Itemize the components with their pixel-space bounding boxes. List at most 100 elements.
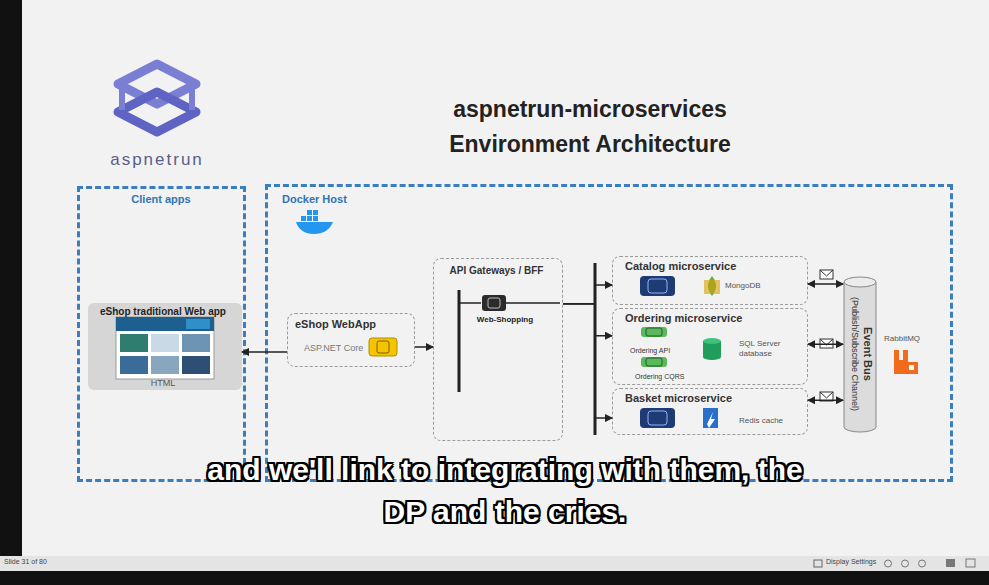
message-envelopes: [820, 270, 833, 401]
box-heading: API Gateways / BFF: [434, 265, 559, 277]
text-slot: eShop WebApp: [295, 318, 376, 331]
label-slot: Display Settings: [826, 558, 876, 566]
view-icon: [966, 559, 975, 567]
tech-label: SQL Server database: [739, 339, 801, 358]
event-bus-cylinder: Event Bus(Publish/Subscribe Channel): [843, 276, 877, 433]
text-slot: API Gateways / BFF: [434, 265, 559, 277]
box-heading: eShop WebApp: [295, 318, 376, 331]
text-slot: Ordering microservice: [625, 312, 742, 325]
screen-tile: [151, 334, 179, 352]
title-slot: aspnetrun-microservices Environment Arch…: [420, 92, 760, 162]
text-slot: Ordering API: [630, 347, 670, 355]
text-slot: Docker Host: [282, 193, 347, 206]
display-settings: Display Settings: [826, 558, 876, 566]
connector: [563, 304, 612, 418]
gateway-wire: [506, 302, 560, 304]
region-heading: Docker Host: [282, 193, 347, 206]
gateway-icon: [488, 298, 500, 308]
text-slot: MongoDB: [725, 281, 761, 291]
webapp-icon: [369, 338, 397, 356]
label-slot: Slide 31 of 80: [4, 558, 47, 566]
rabbitmq-label: RabbitMQ: [884, 334, 920, 344]
connector: [563, 304, 612, 336]
icon-label: Ordering API: [630, 347, 670, 355]
nav-icon: [885, 560, 892, 567]
logo-shape: [118, 92, 196, 132]
logo-text: aspnetrun: [92, 150, 222, 170]
whale-body: [296, 222, 333, 234]
docker-host-region: Docker Host eShop WebAppASP.NET Core API G…: [265, 184, 953, 482]
gateway-bar: [458, 290, 461, 392]
box-heading: Ordering microservice: [625, 312, 742, 325]
rabbitmq-logo: [909, 365, 914, 370]
connector: [808, 399, 843, 401]
connector: [808, 343, 843, 345]
screen-header: [116, 317, 214, 331]
envelope: [820, 270, 833, 279]
label-slot: RabbitMQ: [884, 334, 920, 344]
ordering-cqrs-icon: [646, 358, 662, 366]
service-icons: [640, 276, 721, 428]
cylinder-top: [844, 277, 876, 287]
logo-shape: [118, 64, 196, 104]
text-slot: Basket microservice: [625, 392, 732, 405]
slide-counter: Slide 31 of 80: [4, 558, 47, 566]
region-heading: Client apps: [80, 193, 242, 206]
box-heading: eShop traditional Web app: [88, 306, 238, 318]
mongodb-icon: [704, 280, 720, 294]
bus-subtitle: (Publish/Subscribe Channel): [848, 279, 861, 429]
container-icon: [369, 338, 397, 356]
text-slot: Client apps: [80, 193, 242, 206]
whale-block: [301, 216, 306, 221]
connector: [242, 351, 287, 353]
whale-block: [307, 210, 312, 215]
rabbitmq-logo: [894, 350, 918, 374]
catalog-api-icon: [648, 279, 667, 293]
connector: [415, 346, 433, 348]
logo-shape: [119, 86, 125, 110]
envelope: [820, 392, 833, 398]
display-icon: [814, 560, 822, 567]
whale-block: [313, 210, 318, 215]
screen-tile: [182, 356, 210, 374]
text-slot: SQL Server database: [739, 339, 801, 358]
docker-whale: [296, 210, 333, 234]
screen-tile: [151, 356, 179, 374]
screen-tile: [120, 356, 148, 374]
screen-tile: [182, 334, 210, 352]
box-heading: Basket microservice: [625, 392, 732, 405]
text-slot: Ordering CQRS: [635, 373, 684, 381]
gateway-icon: [482, 295, 506, 311]
status-bar-icons: [814, 559, 975, 567]
text-slot: Catalog microservice: [625, 260, 736, 273]
screen-tile: [120, 334, 148, 352]
container-icon: [377, 341, 389, 353]
tech-label: Redis cache: [739, 416, 783, 426]
tech-label: MongoDB: [725, 281, 761, 291]
text-slot: eShop traditional Web app: [88, 306, 238, 318]
logo-shape: [189, 86, 195, 110]
icon-label: Web-Shopping: [464, 315, 546, 325]
tech-label: HTML: [88, 378, 238, 389]
ordering-api-icon: [641, 327, 667, 337]
nav-icon: [919, 560, 926, 567]
nav-icon: [902, 560, 909, 567]
box-heading: Catalog microservice: [625, 260, 736, 273]
whale-block: [307, 216, 312, 221]
basket-api-icon: [648, 411, 667, 425]
redis-icon: [707, 412, 715, 428]
text-slot: Redis cache: [739, 416, 783, 426]
tech-label: ASP.NET Core: [304, 343, 363, 354]
diagram-title: aspnetrun-microservices Environment Arch…: [420, 92, 760, 162]
bus-heading: Event Bus: [861, 279, 874, 429]
rabbitmq-icon: [894, 350, 918, 374]
view-icon: [946, 559, 955, 567]
vertical-label: Event Bus(Publish/Subscribe Channel): [846, 279, 874, 429]
icon-label: Ordering CQRS: [635, 373, 684, 381]
envelope: [820, 270, 833, 276]
gateway-wire: [459, 302, 481, 304]
text-slot: HTML: [88, 378, 238, 389]
subtitle: and we'll link to integrating with them,…: [205, 449, 805, 533]
gateway-box: API Gateways / BFF Web-Shopping: [433, 258, 563, 441]
